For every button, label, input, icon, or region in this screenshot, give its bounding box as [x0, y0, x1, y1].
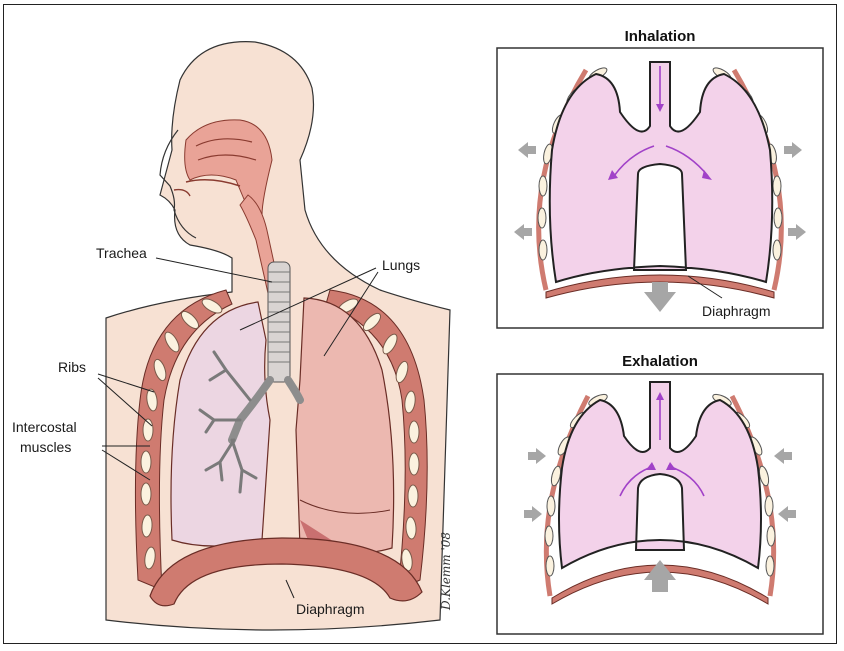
inhalation-diaphragm-label: Diaphragm: [702, 303, 770, 319]
label-ribs: Ribs: [58, 359, 86, 375]
label-muscles: muscles: [20, 439, 71, 455]
exhalation-title: Exhalation: [622, 353, 698, 370]
inhalation-panel: Inhalation: [497, 28, 823, 328]
label-lungs: Lungs: [382, 257, 420, 273]
label-trachea: Trachea: [96, 245, 147, 261]
inhalation-title: Inhalation: [625, 28, 696, 45]
artist-signature: D.Klemm '08: [439, 532, 453, 611]
exhalation-panel: Exhalation: [497, 353, 823, 634]
label-intercostal: Intercostal: [12, 419, 77, 435]
label-diaphragm-main: Diaphragm: [296, 601, 364, 617]
